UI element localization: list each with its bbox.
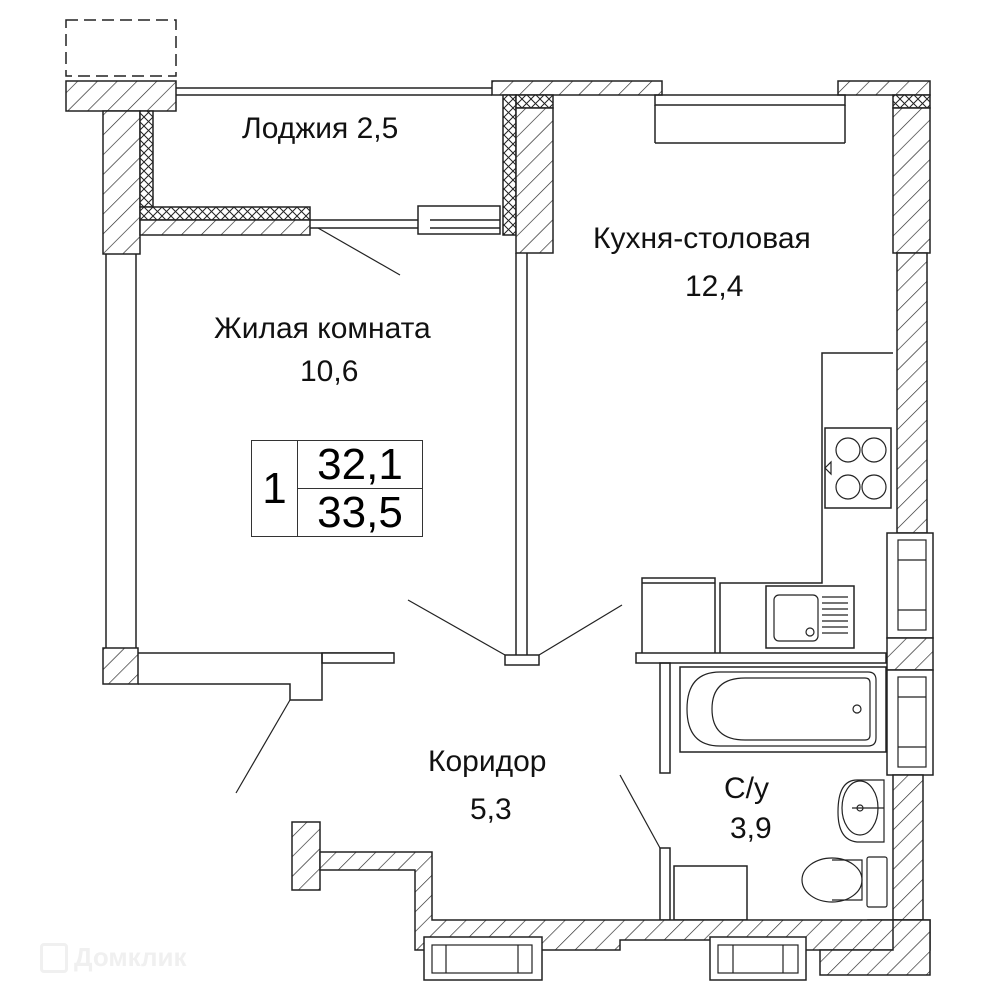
room-area-corridor: 5,3	[470, 793, 512, 826]
washing-machine	[673, 865, 748, 921]
kitchen-sink	[765, 585, 855, 649]
fridge	[641, 577, 716, 656]
watermark: Домклик	[40, 942, 186, 973]
wall	[65, 80, 177, 112]
room-label-corridor: Коридор	[428, 745, 547, 778]
ac-unit-outline	[65, 19, 177, 77]
total-area-value: 33,5	[317, 487, 403, 537]
room-area-kitchen: 12,4	[685, 270, 744, 303]
room-area-bathroom: 3,9	[730, 812, 772, 845]
domclick-logo-icon	[40, 942, 68, 973]
area-summary-badge: 1 32,1 33,5	[251, 440, 423, 537]
bathtub	[679, 666, 887, 753]
room-label-bathroom: С/у	[724, 772, 769, 805]
room-label-kitchen: Кухня-столовая	[593, 222, 811, 255]
room-label-loggia: Лоджия 2,5	[242, 112, 399, 145]
watermark-text: Домклик	[74, 942, 187, 972]
living-area-value: 32,1	[298, 441, 422, 489]
washbasin	[837, 779, 885, 843]
toilet	[801, 857, 863, 903]
room-area-living: 10,6	[300, 355, 359, 388]
room-count: 1	[252, 441, 298, 536]
room-label-living: Жилая комната	[214, 312, 431, 345]
